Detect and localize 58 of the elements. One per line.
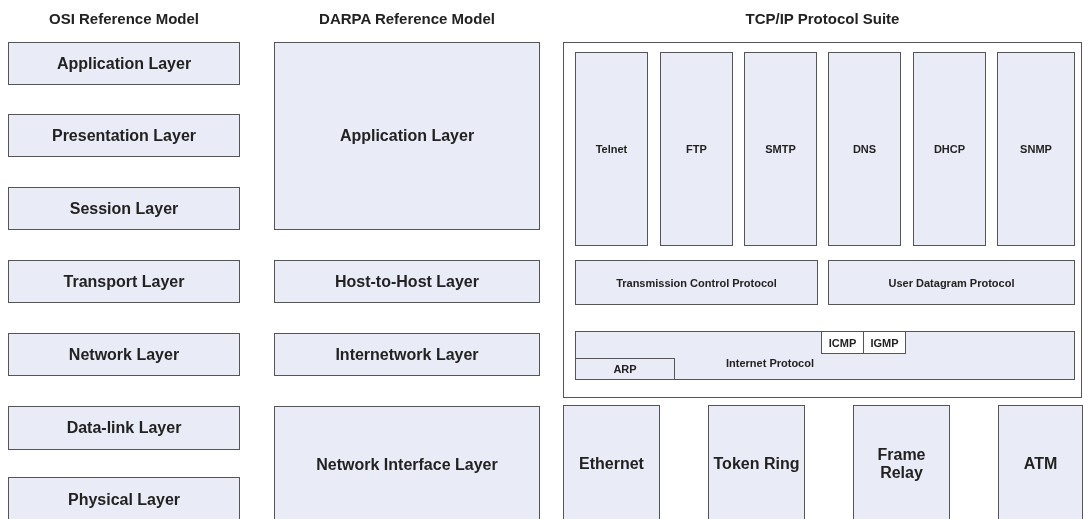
layer-label: ATM	[1023, 455, 1058, 473]
layer-box	[853, 405, 950, 519]
layer-box	[8, 406, 240, 450]
layer-label: IGMP	[870, 336, 899, 349]
layer-box	[575, 260, 818, 305]
layer-box	[575, 52, 648, 246]
layer-box	[8, 260, 240, 303]
layer-box	[660, 52, 733, 246]
layer-label: Transport Layer	[63, 272, 185, 291]
layer-box	[274, 42, 540, 230]
layer-label: Presentation Layer	[51, 126, 197, 145]
layer-label: Host-to-Host Layer	[335, 272, 479, 291]
layer-box	[8, 42, 240, 85]
layer-label: DNS	[852, 143, 877, 155]
layer-box	[913, 52, 986, 246]
layer-label: Application Layer	[56, 54, 192, 73]
layer-label: Transmission Control Protocol	[616, 276, 777, 289]
layer-box	[828, 52, 901, 246]
column-heading: TCP/IP Protocol Suite	[744, 10, 901, 27]
layer-label: Ethernet	[579, 455, 644, 473]
layer-box	[575, 358, 675, 380]
layer-label: ICMP	[828, 336, 857, 349]
layer-label: DHCP	[933, 143, 966, 155]
layer-box	[274, 406, 540, 519]
layer-box	[863, 331, 906, 354]
layer-box	[274, 333, 540, 376]
layer-box	[8, 333, 240, 376]
layer-box	[828, 260, 1075, 305]
layer-box	[274, 260, 540, 303]
layer-label: Network Interface Layer	[316, 455, 498, 474]
layer-box	[8, 114, 240, 157]
protocol-bar	[575, 331, 1075, 380]
layer-box	[998, 405, 1083, 519]
layer-label: Token Ring	[713, 455, 800, 473]
layer-box	[8, 187, 240, 230]
layer-box	[821, 331, 864, 354]
protocol-suite-panel	[563, 42, 1082, 398]
layer-box	[8, 477, 240, 519]
layer-box	[563, 405, 660, 519]
layer-label: FTP	[686, 143, 707, 155]
layer-label: Internetwork Layer	[335, 345, 479, 364]
layer-label: Frame Relay	[876, 446, 927, 482]
layer-box	[708, 405, 805, 519]
column-heading: DARPA Reference Model	[318, 10, 496, 27]
layer-label: Internet Protocol	[726, 357, 814, 369]
layer-label: ARP	[613, 363, 637, 375]
layer-label: Data-link Layer	[66, 419, 182, 437]
layer-box	[744, 52, 817, 246]
layer-label: Physical Layer	[67, 491, 181, 509]
layer-label: User Datagram Protocol	[888, 276, 1015, 289]
layer-label: SNMP	[1020, 143, 1052, 155]
layer-label: Network Layer	[68, 345, 180, 364]
column-heading: OSI Reference Model	[47, 10, 200, 27]
layer-label: Telnet	[595, 143, 628, 155]
layer-label: SMTP	[765, 143, 796, 155]
layer-label: Application Layer	[339, 127, 475, 145]
layer-label: Session Layer	[69, 199, 179, 218]
layer-box	[997, 52, 1075, 246]
